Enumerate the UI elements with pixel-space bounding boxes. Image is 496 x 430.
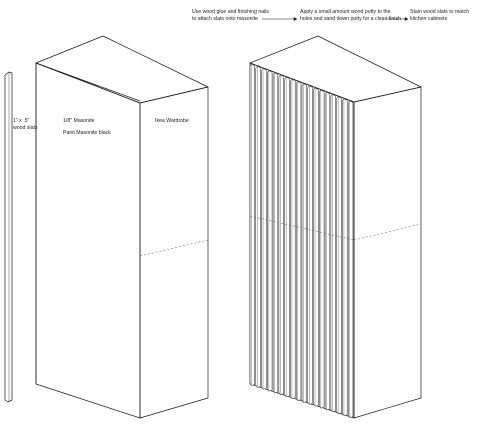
arrow-1-head	[293, 17, 298, 21]
step-1-line2: to attach slats onto masonite	[192, 16, 258, 22]
right-front-seam-dashed	[249, 215, 355, 241]
label-masonite: 1/8" Masonite	[63, 118, 95, 124]
slat	[255, 65, 261, 388]
slat	[278, 74, 284, 396]
masonite-top-edge	[35, 62, 141, 102]
slat-group	[249, 63, 354, 418]
step-1-line1: Use wood glue and finishing nails	[192, 9, 269, 15]
slat	[272, 72, 279, 394]
assembled-side-face	[353, 86, 422, 419]
step-3-line2: kitchen cabinets	[410, 16, 448, 22]
step-arrows	[262, 17, 409, 21]
slat	[307, 85, 313, 405]
slat	[336, 96, 342, 415]
slat	[347, 100, 354, 418]
left-front-seam-dashed	[139, 239, 209, 257]
label-slat-size-line1: 1" x .5"	[13, 118, 30, 124]
slat	[284, 76, 290, 398]
right-side-seam-dashed	[353, 223, 422, 241]
slat	[342, 98, 348, 416]
slat	[249, 63, 255, 386]
step-3-line1: Stain wood slats to match	[410, 9, 469, 15]
slat	[261, 68, 267, 390]
step-2-line1: Apply a small amount wood putty to the	[300, 9, 391, 15]
step-2-line2: holes and sand down putty for a clean fi…	[300, 16, 401, 22]
wardrobe-front-face	[35, 62, 141, 419]
slat	[319, 89, 325, 409]
single-wood-slat	[4, 71, 13, 403]
left-exploded-view	[4, 35, 209, 419]
slat	[301, 83, 307, 403]
label-slat-size-line2: wood slats	[13, 125, 38, 131]
label-wardrobe: Ikea Wardrobe	[155, 118, 189, 124]
arrow-2-head	[404, 17, 409, 21]
slat	[290, 78, 296, 399]
slat	[313, 87, 319, 407]
wardrobe-side-face	[139, 86, 209, 419]
slat	[324, 91, 331, 411]
slat	[267, 70, 273, 392]
slat	[330, 94, 336, 413]
slat	[295, 81, 302, 401]
label-paint: Paint Masonite black	[63, 130, 111, 136]
right-assembled-view	[249, 35, 422, 419]
